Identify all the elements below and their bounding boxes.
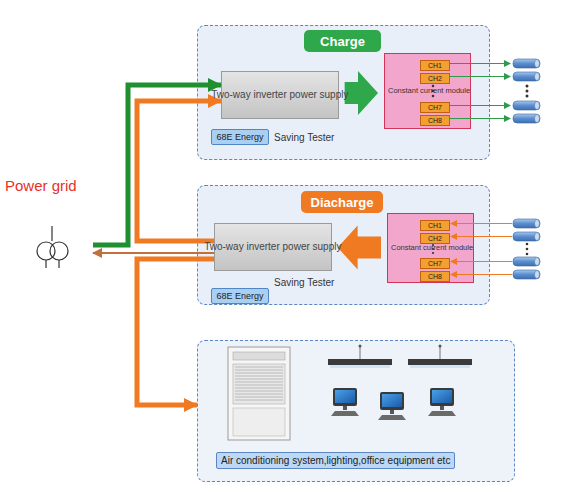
channel-box: CH7 — [420, 102, 450, 113]
node-text: Air conditioning system,lighting,office … — [216, 452, 455, 469]
node-text: 68E Energy — [216, 132, 263, 142]
node-text: Two-way inverter power supply — [204, 241, 341, 254]
mode-tab: Diacharge — [301, 191, 383, 213]
node-text: Saving Tester — [274, 132, 489, 143]
flow-arrow — [338, 226, 381, 270]
inverter-box: Two-way inverter power supply — [214, 223, 332, 271]
node-text: Power grid — [5, 177, 77, 194]
flow-arrow — [93, 252, 214, 254]
channel-box: CH2 — [420, 73, 450, 84]
node-text: Charge — [320, 34, 365, 49]
channel-box: CH1 — [420, 220, 450, 231]
node-text: Saving Tester — [274, 277, 489, 288]
channel-box: CH8 — [420, 115, 450, 126]
node-text: CH2 — [423, 75, 447, 82]
ceiling-lamps — [328, 345, 472, 369]
channel-box: CH2 — [420, 233, 450, 244]
node-text: Constant current module — [388, 86, 418, 95]
node-text: CH7 — [423, 260, 447, 267]
node-text: CH1 — [423, 222, 447, 229]
node-text: CH1 — [423, 62, 447, 69]
channel-box: CH1 — [420, 60, 450, 71]
transformer-symbol — [37, 226, 68, 268]
battery-cells — [513, 59, 540, 279]
air-conditioner — [228, 347, 290, 440]
discharge-channel-arrows — [451, 224, 512, 275]
node-text: Diacharge — [311, 195, 374, 210]
node-text: 68E Energy — [216, 291, 263, 301]
tester-panel: Saving Tester ChargeTwo-way inverter powe… — [197, 25, 490, 160]
flow-arrow — [93, 85, 221, 245]
flow-arrow — [137, 259, 214, 405]
current-module: Constant current module CH1CH2CH7CH8 — [384, 53, 471, 129]
inverter-box: Two-way inverter power supply — [221, 71, 339, 119]
office-computers — [331, 388, 456, 420]
charge-channel-arrows — [450, 64, 510, 119]
node-text: Two-way inverter power supply — [211, 89, 348, 102]
node-text: CH2 — [423, 235, 447, 242]
node-text: CH7 — [423, 104, 447, 111]
flow-arrow — [137, 101, 221, 241]
node-text: Constant current module — [391, 243, 421, 252]
brand-tag: 68E Energy — [211, 288, 269, 304]
mode-tab: Charge — [304, 30, 381, 52]
channel-box: CH8 — [420, 271, 450, 282]
brand-tag: 68E Energy — [211, 129, 269, 145]
flow-arrow — [345, 71, 378, 115]
node-text: CH8 — [423, 273, 447, 280]
power-grid: Power grid — [5, 175, 93, 273]
node-text: CH8 — [423, 117, 447, 124]
ellipsis-dots — [432, 85, 529, 256]
channel-box: CH7 — [420, 258, 450, 269]
